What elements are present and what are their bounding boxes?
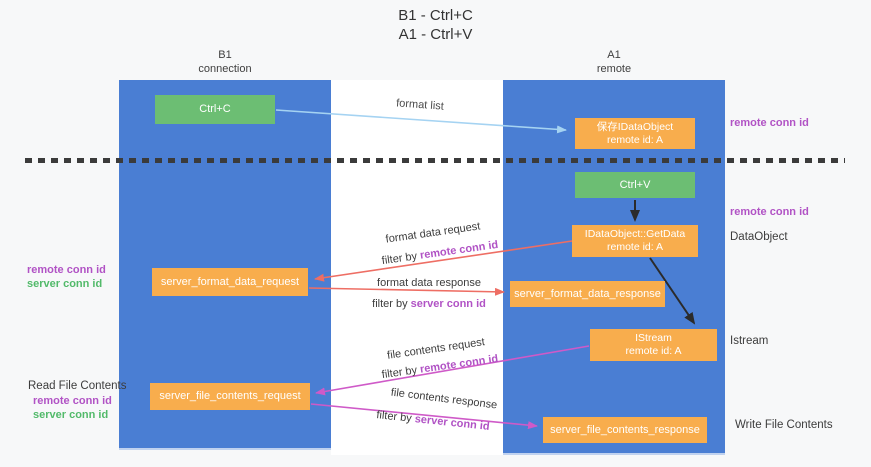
title-line-2: A1 - Ctrl+V	[398, 26, 473, 43]
lane-b1-name: B1	[218, 49, 232, 61]
idataobject-getdata-box: IDataObject::GetData remote id: A	[572, 225, 698, 257]
remote-conn-id-annotation-left-2: remote conn id	[33, 395, 112, 407]
read-file-contents-annotation: Read File Contents	[28, 380, 127, 392]
ctrl-v-box: Ctrl+V	[575, 172, 695, 198]
server-format-data-response-box: server_format_data_response	[510, 281, 665, 307]
server-conn-id-annotation-left-1: server conn id	[27, 278, 103, 290]
dataobject-annotation: DataObject	[730, 231, 788, 243]
stored-dataobject-line2: remote id: A	[606, 133, 664, 146]
istream-line1: IStream	[635, 332, 672, 344]
dashed-divider	[25, 158, 845, 163]
ctrl-c-box: Ctrl+C	[155, 95, 275, 124]
istream-box: IStream remote id: A	[590, 329, 717, 361]
lane-a1-role: remote	[596, 63, 632, 75]
ctrl-v-label: Ctrl+V	[619, 178, 651, 191]
remote-conn-id-annotation-top: remote conn id	[730, 117, 809, 129]
lane-a1-name: A1	[607, 49, 621, 61]
filter-by-server-conn-id-label-1: filter by server conn id	[372, 298, 486, 310]
server-file-contents-response-box: server_file_contents_response	[543, 417, 707, 443]
ctrl-c-label: Ctrl+C	[199, 103, 231, 115]
istream-annotation: Istream	[730, 335, 769, 347]
write-file-contents-annotation: Write File Contents	[735, 419, 833, 431]
getdata-line2: remote id: A	[606, 241, 664, 253]
server-format-data-response-label: server_format_data_response	[514, 287, 661, 300]
server-conn-id-highlight: server conn id	[410, 298, 486, 310]
istream-line2: remote id: A	[625, 345, 682, 357]
server-file-contents-request-box: server_file_contents_request	[150, 383, 310, 410]
getdata-line1: IDataObject::GetData	[584, 228, 686, 240]
lane-header-a1: A1 remote	[503, 48, 725, 76]
format-data-response-label: format data response	[377, 277, 481, 289]
filter-prefix: filter by	[372, 298, 411, 310]
server-conn-id-annotation-left-2: server conn id	[33, 409, 109, 421]
stored-dataobject-box: 保存IDataObject remote id: A	[575, 118, 695, 149]
stored-dataobject-line1: 保存IDataObject	[596, 120, 674, 133]
title-line-1: B1 - Ctrl+C	[398, 7, 473, 24]
lane-b1-role: connection	[198, 63, 252, 75]
remote-conn-id-annotation-mid: remote conn id	[730, 206, 809, 218]
remote-conn-id-annotation-left-1: remote conn id	[27, 264, 106, 276]
server-file-contents-request-label: server_file_contents_request	[159, 390, 301, 402]
lane-header-b1: B1 connection	[119, 48, 331, 76]
server-file-contents-response-label: server_file_contents_response	[550, 423, 700, 436]
server-format-data-request-label: server_format_data_request	[160, 275, 300, 288]
server-format-data-request-box: server_format_data_request	[152, 268, 308, 296]
diagram-title: B1 - Ctrl+C A1 - Ctrl+V	[0, 6, 871, 44]
